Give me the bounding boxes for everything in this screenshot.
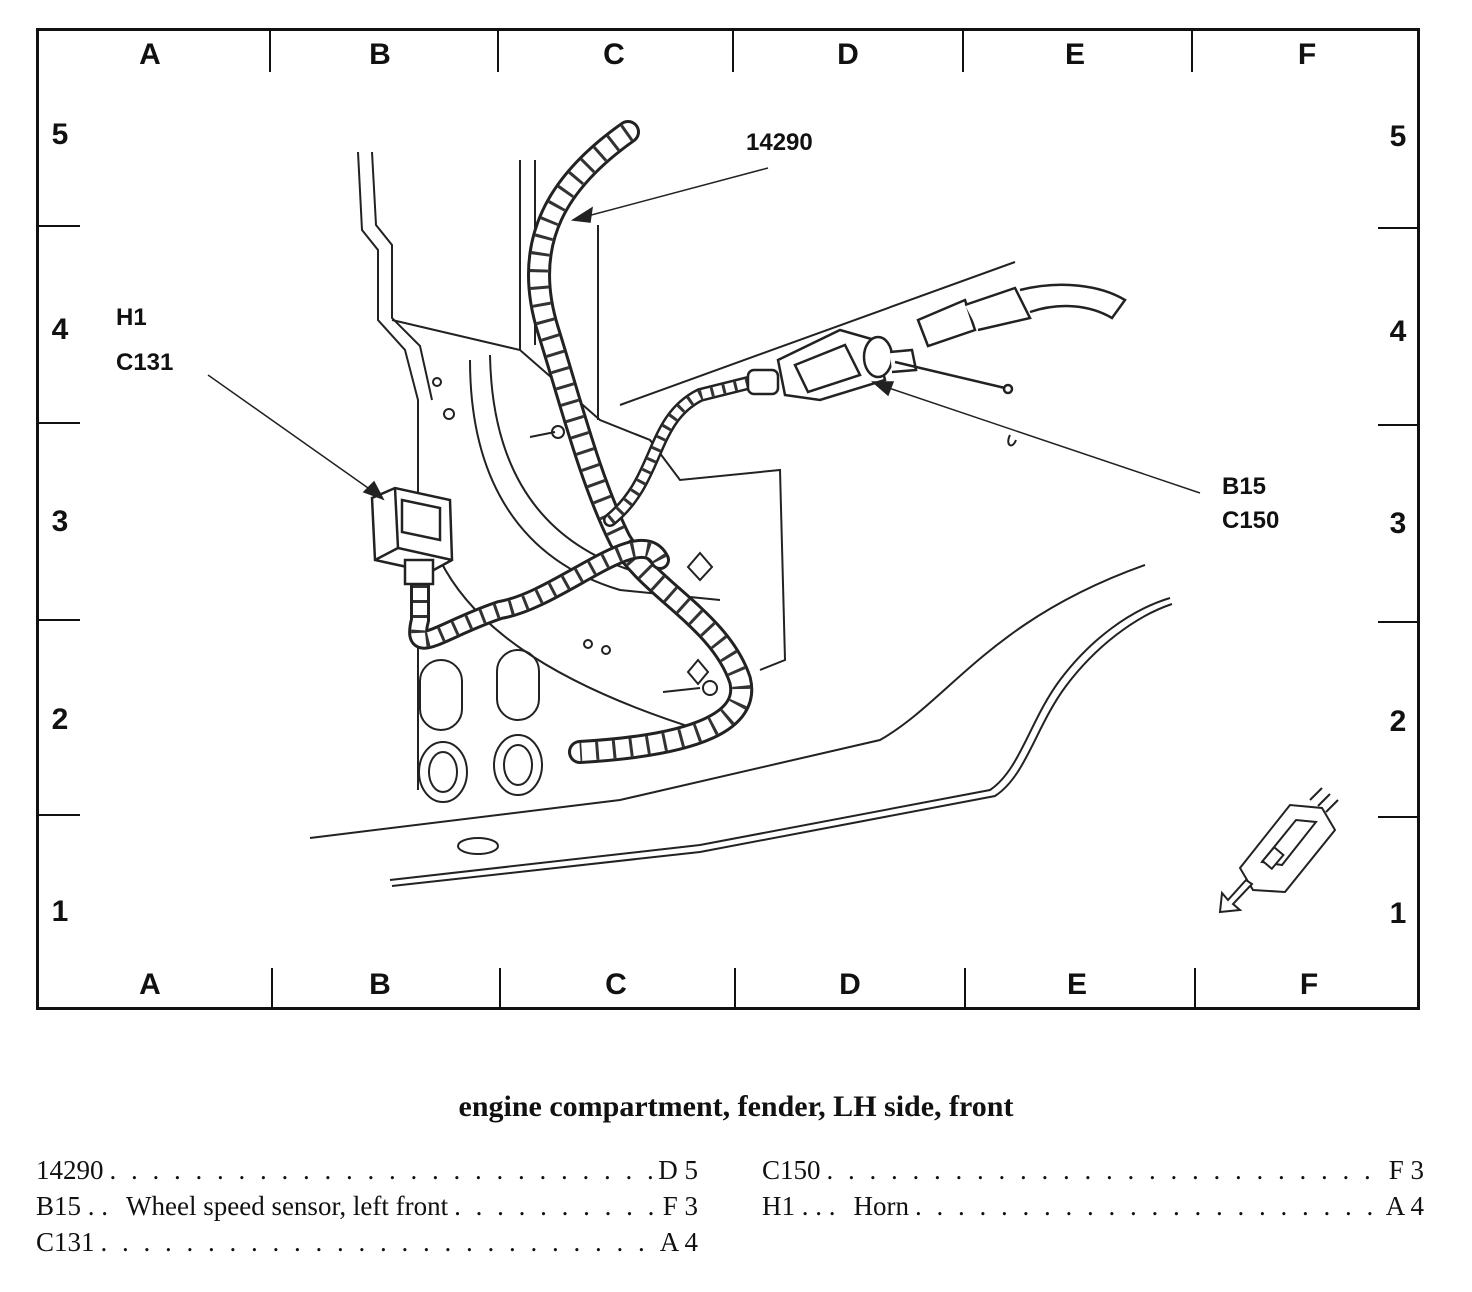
row-label-left: 1 [51, 895, 69, 928]
legend-leader-dots [915, 1188, 1380, 1224]
legend-location: F 3 [1388, 1155, 1424, 1185]
col-label-top: C [603, 38, 625, 71]
row-label-right: 3 [1389, 507, 1407, 540]
legend-description: Horn [853, 1191, 910, 1221]
legend-row: 14290 D 5 [36, 1152, 698, 1188]
col-label-bottom: B [369, 968, 391, 1001]
diagram-frame [36, 28, 1420, 1010]
legend-code: 14290 [36, 1155, 104, 1185]
legend-row: B15 . . Wheel speed sensor, left front F… [36, 1188, 698, 1224]
legend-location: D 5 [658, 1155, 698, 1185]
harness-14290 [408, 120, 767, 764]
legend-code: H1 . . . [762, 1191, 836, 1221]
legend-code: B15 . . [36, 1191, 109, 1221]
legend-row: C131 A 4 [36, 1224, 698, 1260]
col-label-bottom: C [605, 968, 627, 1001]
car-orientation-icon [1218, 787, 1339, 914]
row-label-left: 4 [51, 313, 69, 346]
fasteners [529, 425, 718, 696]
col-label-bottom: E [1066, 968, 1088, 1001]
legend-row: H1 . . . Horn A 4 [762, 1188, 1424, 1224]
col-label-bottom: D [839, 968, 861, 1001]
row-label-right: 5 [1389, 120, 1407, 153]
legend-right: C150 F 3 H1 . . . Horn A 4 [762, 1152, 1424, 1224]
col-label-top: A [139, 38, 161, 71]
row-label-right: 2 [1389, 705, 1407, 738]
col-label-bottom: A [139, 968, 161, 1001]
legend-leader-dots [454, 1188, 657, 1224]
diagram-caption: engine compartment, fender, LH side, fro… [458, 1090, 1014, 1123]
row-label-right: 1 [1389, 897, 1407, 930]
col-label-top: F [1297, 38, 1317, 71]
row-label-left: 3 [51, 505, 69, 538]
legend-description: Wheel speed sensor, left front [126, 1191, 449, 1221]
callout-c131: C131 [116, 349, 174, 376]
legend-row: C150 F 3 [762, 1152, 1424, 1188]
legend-location: A 4 [1385, 1191, 1424, 1221]
leader-lines [207, 167, 1201, 501]
col-label-top: E [1064, 38, 1086, 71]
horn-connector-c131 [370, 486, 454, 586]
col-label-top: D [837, 38, 859, 71]
row-label-right: 4 [1389, 315, 1407, 348]
col-label-bottom: F [1299, 968, 1319, 1001]
legend-location: A 4 [659, 1227, 698, 1257]
legend-code: C150 [762, 1155, 821, 1185]
callout-harness-14290: 14290 [746, 129, 813, 156]
col-label-top: B [369, 38, 391, 71]
legend-left: 14290 D 5 B15 . . Wheel speed sensor, le… [36, 1152, 698, 1260]
sensor-connector-c150 [746, 283, 1127, 402]
fender-sheetmetal [309, 151, 1173, 887]
row-label-left: 2 [51, 703, 69, 736]
legend-leader-dots [110, 1152, 653, 1188]
grid-ticks [39, 31, 1418, 1008]
legend-leader-dots [101, 1224, 654, 1260]
callout-b15: B15 [1222, 473, 1267, 500]
legend-location: F 3 [662, 1191, 698, 1221]
row-label-left: 5 [51, 118, 69, 151]
legend-leader-dots [827, 1152, 1383, 1188]
legend-code: C131 [36, 1227, 95, 1257]
callout-h1: H1 [116, 304, 147, 331]
callout-c150: C150 [1222, 507, 1280, 534]
